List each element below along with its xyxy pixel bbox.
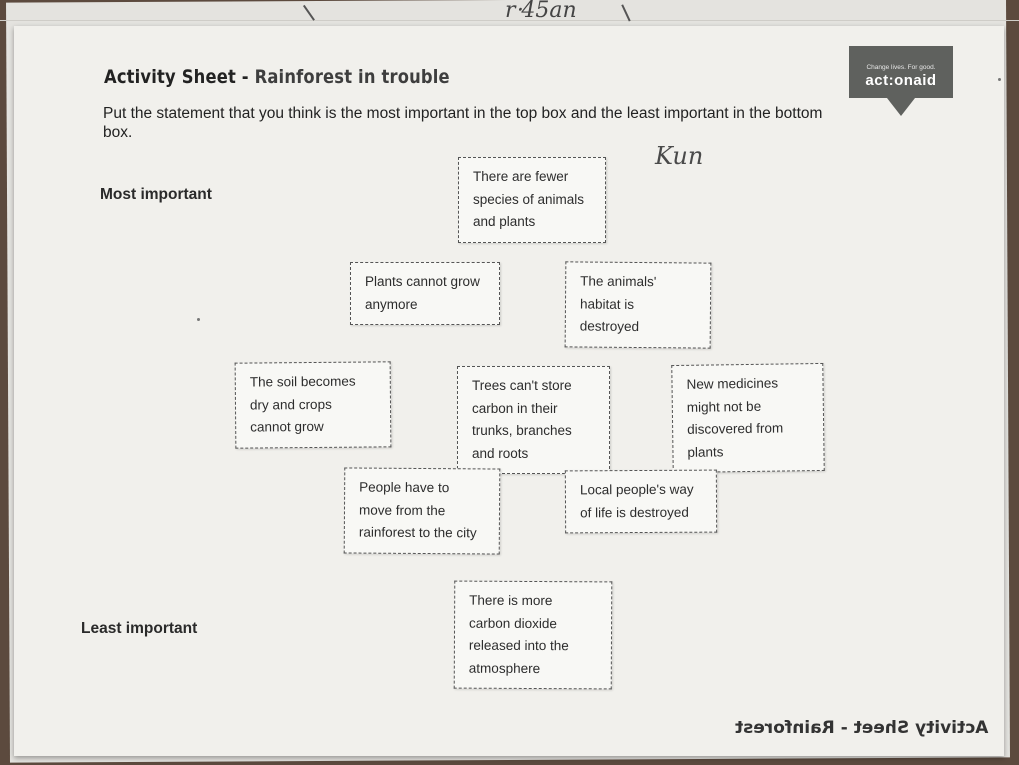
least-important-label: Least important <box>81 620 198 637</box>
ranking-card: The soil becomes dry and crops cannot gr… <box>234 361 392 449</box>
ranking-card: People have to move from the rainforest … <box>343 467 501 555</box>
mirrored-footer-text: Activity Sheet - Rainforest <box>735 718 989 738</box>
logo-tagline: Change lives. For good. <box>866 64 936 71</box>
page-title: Activity Sheet - Rainforest in trouble <box>104 66 450 88</box>
paper-speck <box>197 318 200 321</box>
paper-speck <box>998 78 1001 81</box>
title-main: Activity Sheet - <box>104 66 255 88</box>
actionaid-logo: Change lives. For good. act:onaid <box>849 46 953 116</box>
sheet-edge <box>0 20 1019 21</box>
ranking-card: There is more carbon dioxide released in… <box>453 580 613 690</box>
ranking-card: Local people's way of life is destroyed <box>564 469 718 534</box>
handwritten-signature: Kun <box>655 142 704 170</box>
ranking-card: New medicines might not be discovered fr… <box>671 362 825 474</box>
instructions-text: Put the statement that you think is the … <box>103 105 823 141</box>
ranking-card: There are fewer species of animals and p… <box>458 157 606 243</box>
ranking-card: The animals' habitat is destroyed <box>564 261 712 349</box>
ranking-card: Trees can't store carbon in their trunks… <box>457 366 610 474</box>
logo-name: act:onaid <box>865 72 937 89</box>
ranking-card: Plants cannot grow anymore <box>350 262 500 325</box>
most-important-label: Most important <box>100 186 212 203</box>
handwriting-top: r⸱45an <box>505 0 577 23</box>
title-topic: Rainforest in trouble <box>254 66 450 88</box>
